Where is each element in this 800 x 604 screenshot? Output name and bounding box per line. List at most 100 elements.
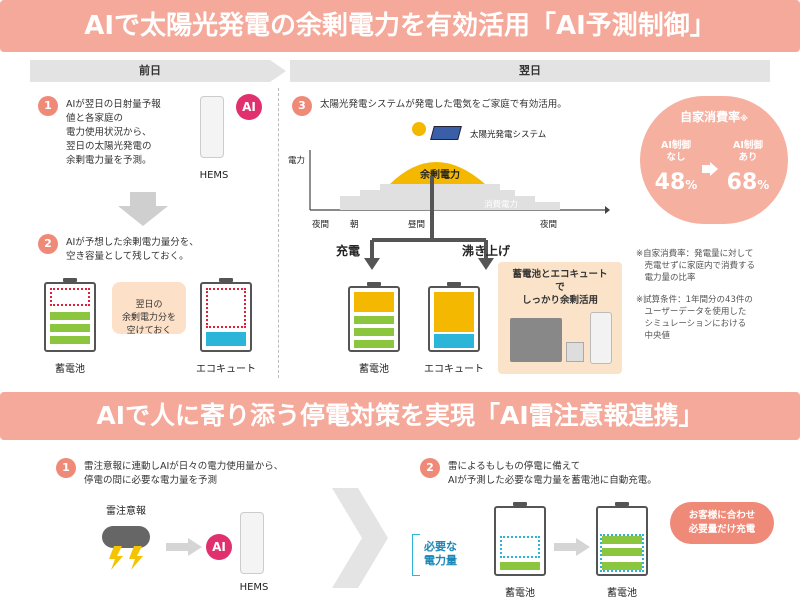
step1-text: AIが翌日の日射量予報 値と各家庭の 電力使用状況から、 翌日の太陽光発電の 余… — [66, 99, 161, 166]
ai-badge: AI — [236, 94, 262, 120]
battery-prev-day — [44, 278, 96, 352]
battery-charge-bar — [602, 536, 642, 544]
day-header-next: 翌日 — [290, 60, 770, 82]
banner2-title: AIで人に寄り添う停電対策を実現「AI雷注意報連携」 — [96, 401, 704, 430]
thunder-alert-label: 雷注意報 — [106, 506, 146, 517]
ecocute-label-prev: エコキュート — [196, 364, 256, 375]
split-arrow — [364, 176, 494, 270]
reserve-bubble: 翌日の 余剰電力分を 空けておく — [112, 282, 186, 336]
product-box-text: 蓄電池とエコキュート で しっかり余剰活用 — [512, 269, 608, 306]
hems-label: HEMS — [199, 170, 229, 181]
charge-arrow-icon — [554, 538, 590, 556]
step1-number: 1 — [38, 96, 58, 116]
battery-charge-bar — [354, 340, 394, 348]
step2-number: 2 — [38, 234, 58, 254]
storage-battery-icon — [510, 318, 562, 362]
day-arrow-divider — [270, 60, 286, 82]
surplus-power-area — [390, 162, 485, 184]
day-header-previous: 前日 — [30, 60, 270, 82]
banner-title: AIで太陽光発電の余剰電力を有効活用「AI予測制御」 — [84, 11, 716, 41]
battery-label-next: 蓄電池 — [359, 364, 389, 375]
bottom-step2-text: 雷によるもしもの停電に備えて AIが予測した必要な電力量を蓄電池に自動充電。 — [448, 461, 657, 486]
thundercloud-icon — [96, 520, 158, 570]
rate-without-unit: % — [685, 178, 698, 192]
reserve-bubble-text: 翌日の 余剰電力分を 空けておく — [121, 300, 176, 336]
banner-ai-thunder-alert: AIで人に寄り添う停電対策を実現「AI雷注意報連携」 — [0, 392, 800, 440]
self-title-mark: ※ — [740, 114, 748, 123]
ecocute-hot-water — [206, 332, 246, 346]
step3-number-text: 3 — [298, 99, 306, 112]
heatpump-unit-icon — [566, 342, 584, 362]
sun-icon — [412, 122, 426, 136]
needed-power-bracket — [412, 534, 420, 576]
step2-number-text: 2 — [44, 237, 52, 250]
ecocute-prev-day — [200, 278, 252, 352]
lightning-bolts — [109, 546, 143, 570]
power-chart — [309, 150, 610, 214]
section-divider — [278, 88, 279, 378]
note-self-consumption: ※自家消費率：発電量に対して 売電せずに家庭内で消費する 電力量の比率 — [636, 249, 756, 283]
rate-with: 68% — [724, 170, 772, 195]
time-label-morning: 朝 — [350, 220, 359, 230]
bottom-step1-text: 雷注意報に連動しAIが日々の電力使用量から、 停電の間に必要な電力量を予測 — [84, 461, 284, 486]
note-simulation: ※試算条件：1年間分の43件の ユーザーデータを使用した シミュレーションにおけ… — [636, 295, 753, 341]
day-previous-label: 前日 — [139, 64, 161, 77]
self-title-text: 自家消費率 — [680, 110, 741, 124]
ecocute-label-next: エコキュート — [424, 364, 484, 375]
battery-charge-bar — [50, 336, 90, 344]
ai-badge-text: AI — [242, 100, 256, 114]
battery-charge-bar — [602, 548, 642, 556]
step3-number: 3 — [292, 96, 312, 116]
day-next-label: 翌日 — [519, 64, 541, 77]
battery-charge-bar — [602, 562, 642, 570]
charge-label: 充電 — [336, 244, 361, 258]
custom-charge-text: お客様に合わせ 必要量だけ充電 — [688, 510, 756, 535]
bottom-step1-number-text: 1 — [62, 461, 70, 474]
battery-reserved-space — [50, 288, 90, 306]
boil-label: 沸き上げ — [462, 244, 511, 258]
bottom-step2-number: 2 — [420, 458, 440, 478]
thunder-to-ai-arrow — [166, 538, 202, 556]
consumption-power-area — [340, 184, 560, 210]
battery-after-charge — [596, 502, 648, 576]
battery-label-prev: 蓄電池 — [55, 364, 85, 375]
step1-number-text: 1 — [44, 99, 52, 112]
surplus-label: 余剰電力 — [420, 170, 460, 181]
solar-system-label: 太陽光発電システム — [470, 130, 547, 140]
ai-with-label: AI制御 あり — [733, 140, 763, 163]
hems-device-icon — [200, 96, 224, 158]
step2-text: AIが予想した余剰電力量分を、 空き容量として残しておく。 — [66, 237, 199, 262]
step3-text: 太陽光発電システムが発電した電気をご家庭で有効活用。 — [320, 99, 567, 110]
bottom-step1-number: 1 — [56, 458, 76, 478]
battery-charged-outline — [600, 534, 644, 572]
bottom-step2-number-text: 2 — [426, 461, 434, 474]
battery-needed-space — [500, 536, 540, 558]
self-consumption-circle: 自家消費率※ AI制御 なし 48% AI制御 あり 68% — [640, 96, 788, 224]
big-right-arrow-icon — [332, 488, 388, 588]
battery-charge-bar — [354, 316, 394, 324]
down-arrow-icon — [118, 192, 168, 226]
cloud-shape — [102, 526, 150, 548]
ai-badge-bottom: AI — [206, 534, 232, 560]
hotwater-tank-icon — [590, 312, 612, 364]
hems-device-bottom-icon — [240, 512, 264, 574]
battery-charge-bar — [50, 324, 90, 332]
banner-ai-predictive-control: AIで太陽光発電の余剰電力を有効活用「AI予測制御」 — [0, 0, 800, 52]
ecocute-surplus-boil — [434, 292, 474, 332]
axis-y-label: 電力 — [288, 156, 306, 166]
rate-with-value: 68 — [726, 170, 758, 195]
self-consumption-title: 自家消費率※ — [640, 108, 788, 125]
battery-before-charge — [494, 502, 546, 576]
battery-before-label: 蓄電池 — [505, 588, 535, 599]
ai-badge-bottom-text: AI — [212, 540, 226, 554]
consumption-label: 消費電力 — [484, 200, 519, 210]
ecocute-next-day — [428, 282, 480, 352]
ecocute-reserved-space — [206, 288, 246, 328]
battery-next-day — [348, 282, 400, 352]
battery-surplus-charge — [354, 292, 394, 312]
rate-without: 48% — [654, 170, 698, 195]
time-label-daytime: 昼間 — [408, 220, 426, 230]
battery-charge-bar — [500, 562, 540, 570]
product-box: 蓄電池とエコキュート で しっかり余剰活用 — [498, 262, 622, 374]
ecocute-hot-water — [434, 334, 474, 348]
